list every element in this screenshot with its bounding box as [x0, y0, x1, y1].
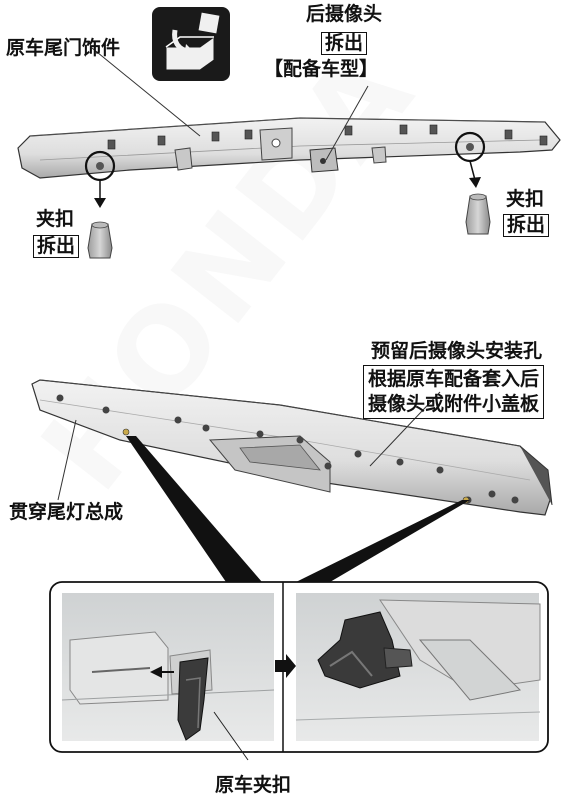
label-install-note: 根据原车配备套入后 摄像头或附件小盖板 — [363, 365, 545, 419]
zoom-funnel-left — [126, 436, 262, 582]
taillight-assembly — [31, 379, 553, 516]
camera-remove-box: 拆出 — [321, 32, 368, 55]
remove-install-icon — [152, 7, 230, 81]
leader-taillight — [57, 419, 77, 501]
zoom-funnel-right — [296, 500, 470, 582]
tailgate-garnish — [17, 117, 561, 179]
label-original-clip: 原车夹扣 — [215, 774, 292, 796]
clip-right-remove-box: 拆出 — [503, 214, 550, 237]
label-equipped-models: 【配备车型】 — [264, 58, 379, 80]
clip-part-right — [465, 193, 491, 235]
label-reserved-camera-hole: 预留后摄像头安装孔 — [371, 340, 543, 362]
label-rear-camera: 后摄像头 — [306, 3, 383, 25]
right-arrow-icon — [275, 654, 296, 678]
label-clip-right-remove: 拆出 — [503, 214, 550, 237]
label-clip-left: 夹扣 — [36, 208, 75, 230]
label-camera-remove: 拆出 — [321, 32, 368, 55]
label-original-garnish: 原车尾门饰件 — [6, 37, 121, 59]
detail-left-image — [61, 593, 275, 761]
leader-garnish — [91, 47, 201, 137]
install-note-line2: 摄像头或附件小盖板 — [368, 393, 540, 415]
clip-callout-left — [84, 150, 116, 208]
leader-camera — [325, 85, 369, 161]
label-clip-right: 夹扣 — [506, 188, 545, 210]
leader-reserved-hole — [369, 391, 441, 467]
clip-left-remove-box: 拆出 — [33, 235, 80, 258]
clip-callout-right — [454, 131, 486, 188]
clip-part-left — [87, 221, 113, 259]
label-taillight-assembly: 贯穿尾灯总成 — [9, 501, 124, 523]
install-note-line1: 根据原车配备套入后 — [368, 368, 540, 390]
detail-right-image — [295, 593, 541, 741]
label-clip-left-remove: 拆出 — [33, 235, 80, 258]
